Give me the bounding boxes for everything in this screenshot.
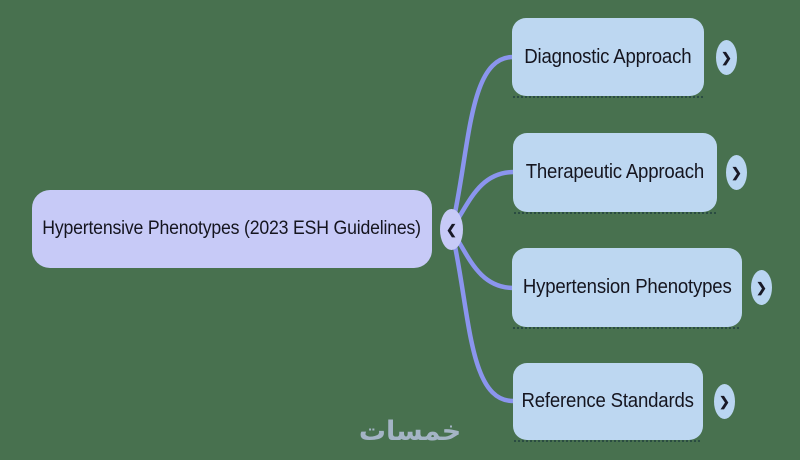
connector-root-to-diagnostic	[449, 54, 516, 230]
node-therapeutic-approach[interactable]: Therapeutic Approach	[513, 133, 717, 214]
node-label: Reference Standards	[521, 390, 695, 412]
connector-root-to-reference	[449, 229, 516, 404]
chevron-right-icon: ❯	[721, 49, 732, 65]
node-label: Therapeutic Approach	[525, 161, 705, 183]
node-label: Diagnostic Approach	[524, 45, 692, 68]
expand-toggle-reference[interactable]: ❯	[714, 384, 735, 419]
expand-toggle-phenotypes[interactable]: ❯	[751, 270, 772, 305]
node-reference-standards[interactable]: Reference Standards	[513, 363, 703, 442]
chevron-right-icon: ❯	[731, 164, 742, 180]
node-label: Hypertension Phenotypes	[522, 276, 732, 298]
expand-toggle-therapeutic[interactable]: ❯	[726, 155, 747, 190]
khamsat-watermark: خمسات	[358, 416, 462, 447]
root-collapse-toggle[interactable]: ❮	[440, 209, 463, 250]
chevron-left-icon: ❮	[446, 221, 457, 237]
expand-toggle-diagnostic[interactable]: ❯	[716, 40, 737, 75]
node-hypertension-phenotypes[interactable]: Hypertension Phenotypes	[512, 248, 742, 329]
node-diagnostic-approach[interactable]: Diagnostic Approach	[512, 18, 704, 98]
chevron-right-icon: ❯	[719, 393, 730, 409]
root-node-label: Hypertensive Phenotypes (2023 ESH Guidel…	[42, 218, 422, 239]
chevron-right-icon: ❯	[756, 279, 767, 295]
root-node-hypertensive-phenotypes[interactable]: Hypertensive Phenotypes (2023 ESH Guidel…	[32, 190, 432, 268]
